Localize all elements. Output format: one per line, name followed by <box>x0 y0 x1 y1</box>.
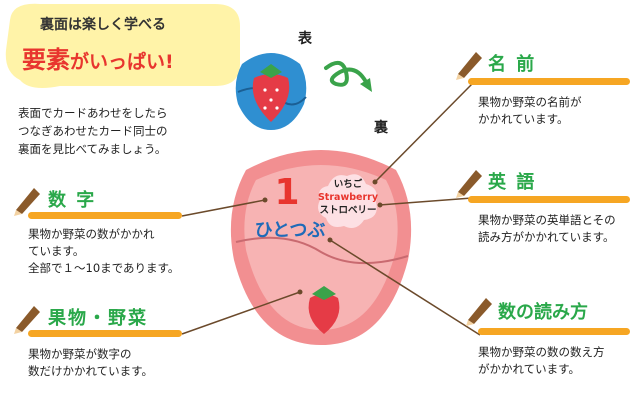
card-reading: ひとつぶ <box>254 220 326 241</box>
desc-line: 果物か野菜の数の数え方 <box>478 345 605 359</box>
section-name-title: 名 前 <box>488 54 537 75</box>
section-number-bar <box>28 212 182 219</box>
section-counting-title: 数の読み方 <box>498 302 588 323</box>
pencil-icon <box>14 188 40 216</box>
front-label: 表 <box>298 31 312 47</box>
back-label: 裏 <box>374 120 388 136</box>
desc-line: 果物か野菜が数字の <box>28 347 132 361</box>
intro-line: 表面でカードあわせをしたら <box>18 106 168 120</box>
desc-line: 果物か野菜の英単語とその <box>478 213 616 227</box>
card-name-en: Strawberry <box>317 192 379 203</box>
pencil-icon <box>456 170 482 198</box>
section-english-desc: 果物か野菜の英単語とその 読み方がかかれています。 <box>478 212 638 246</box>
front-card-image <box>235 53 307 130</box>
desc-line: 果物か野菜の数がかかれ <box>28 227 155 241</box>
intro-text: 表面でカードあわせをしたら つなぎあわせたカード同士の 裏面を見比べてみましょう… <box>18 104 238 158</box>
section-fruit-desc: 果物か野菜が数字の 数だけかかれています。 <box>28 346 228 380</box>
desc-line: ています。 <box>28 244 85 258</box>
section-number-title: 数 字 <box>48 190 97 211</box>
headline-line2: 要素がいっぱい! <box>22 40 174 75</box>
pencil-icon <box>456 52 482 80</box>
card-name-kana: ストロベリー <box>319 205 377 216</box>
headline-exclaim: ! <box>165 51 174 73</box>
card-number: 1 <box>274 172 300 213</box>
section-counting-desc: 果物か野菜の数の数え方 がかかれています。 <box>478 344 638 378</box>
desc-line: かかれています。 <box>478 112 569 126</box>
pencil-icon <box>14 306 40 334</box>
section-fruit-bar <box>28 330 182 337</box>
section-english-title: 英 語 <box>488 172 537 193</box>
arrow-icon <box>324 60 372 92</box>
intro-line: つなぎあわせたカード同士の <box>18 124 168 138</box>
section-name-bar <box>468 78 630 85</box>
desc-line: 果物か野菜の名前が <box>478 95 582 109</box>
headline-line1: 裏面は楽しく学べる <box>40 17 166 33</box>
intro-line: 裏面を見比べてみましょう。 <box>18 142 167 156</box>
name-cloud <box>318 174 377 228</box>
headline-emphasis: 要素 <box>22 46 70 74</box>
pencil-icon <box>466 298 492 326</box>
desc-line: 全部で１～10まであります。 <box>28 261 180 275</box>
desc-line: がかかれています。 <box>478 362 581 376</box>
section-fruit-title: 果物・野菜 <box>48 308 148 329</box>
headline-rest: がいっぱい <box>70 51 166 73</box>
desc-line: 数だけかかれています。 <box>28 364 154 378</box>
headline-bubble <box>5 3 241 88</box>
section-number-desc: 果物か野菜の数がかかれ ています。 全部で１～10まであります。 <box>28 226 228 277</box>
card-names: いちご Strawberry ストロベリー <box>316 178 380 217</box>
section-english-bar <box>468 196 630 203</box>
section-counting-bar <box>478 328 630 335</box>
section-name-desc: 果物か野菜の名前が かかれています。 <box>478 94 638 128</box>
card-name-ja: いちご <box>333 179 363 190</box>
desc-line: 読み方がかかれています。 <box>478 230 615 244</box>
